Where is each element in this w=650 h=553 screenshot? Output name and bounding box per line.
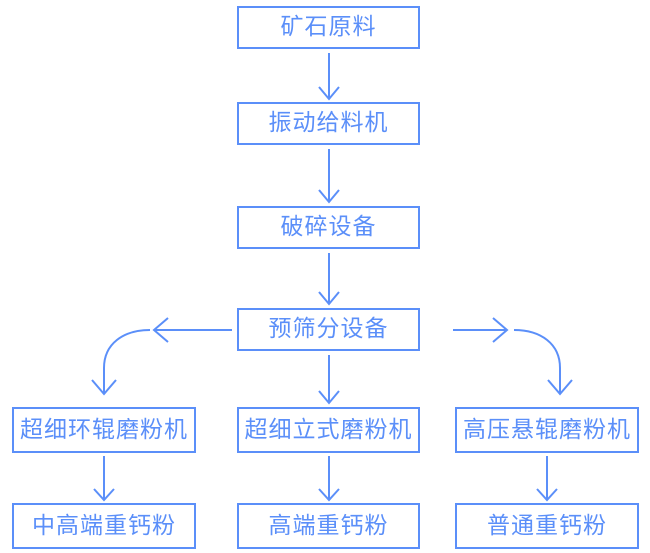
arrow-screen-to-center-mill bbox=[318, 355, 340, 405]
node-pre-screening-equipment[interactable]: 预筛分设备 bbox=[237, 308, 420, 351]
arrow-right-branch-curve-down bbox=[513, 329, 573, 396]
node-ordinary-calcium-powder[interactable]: 普通重钙粉 bbox=[455, 503, 639, 549]
arrow-center-mill-to-product bbox=[318, 456, 340, 502]
node-mid-high-grade-calcium-powder[interactable]: 中高端重钙粉 bbox=[12, 503, 196, 549]
node-vibrating-feeder[interactable]: 振动给料机 bbox=[237, 102, 420, 145]
node-label: 预筛分设备 bbox=[268, 315, 389, 341]
arrow-screen-to-right-branch bbox=[453, 317, 509, 343]
node-label: 破碎设备 bbox=[280, 213, 377, 239]
node-high-grade-calcium-powder[interactable]: 高端重钙粉 bbox=[237, 503, 420, 549]
node-label: 超细立式磨粉机 bbox=[244, 415, 413, 442]
arrow-screen-to-left-branch bbox=[152, 317, 232, 343]
node-label: 振动给料机 bbox=[268, 109, 389, 135]
node-crushing-equipment[interactable]: 破碎设备 bbox=[237, 206, 420, 249]
node-ore-raw-material[interactable]: 矿石原料 bbox=[237, 6, 420, 49]
node-label: 高端重钙粉 bbox=[268, 511, 389, 538]
arrow-feeder-to-crusher bbox=[318, 149, 340, 204]
node-label: 高压悬辊磨粉机 bbox=[463, 415, 631, 442]
node-label: 中高端重钙粉 bbox=[32, 511, 176, 538]
arrow-right-mill-to-product bbox=[536, 456, 558, 502]
arrow-left-mill-to-product bbox=[93, 456, 115, 502]
node-label: 超细环辊磨粉机 bbox=[20, 415, 188, 442]
arrow-crusher-to-screen bbox=[318, 253, 340, 306]
arrow-left-branch-curve-down bbox=[91, 329, 151, 396]
node-label: 矿石原料 bbox=[280, 13, 377, 39]
node-high-pressure-suspension-roller-mill[interactable]: 高压悬辊磨粉机 bbox=[455, 407, 639, 453]
node-ultrafine-vertical-mill[interactable]: 超细立式磨粉机 bbox=[237, 407, 420, 453]
node-ultrafine-ring-roller-mill[interactable]: 超细环辊磨粉机 bbox=[12, 407, 196, 453]
node-label: 普通重钙粉 bbox=[487, 511, 607, 538]
arrow-ore-to-feeder bbox=[318, 53, 340, 101]
